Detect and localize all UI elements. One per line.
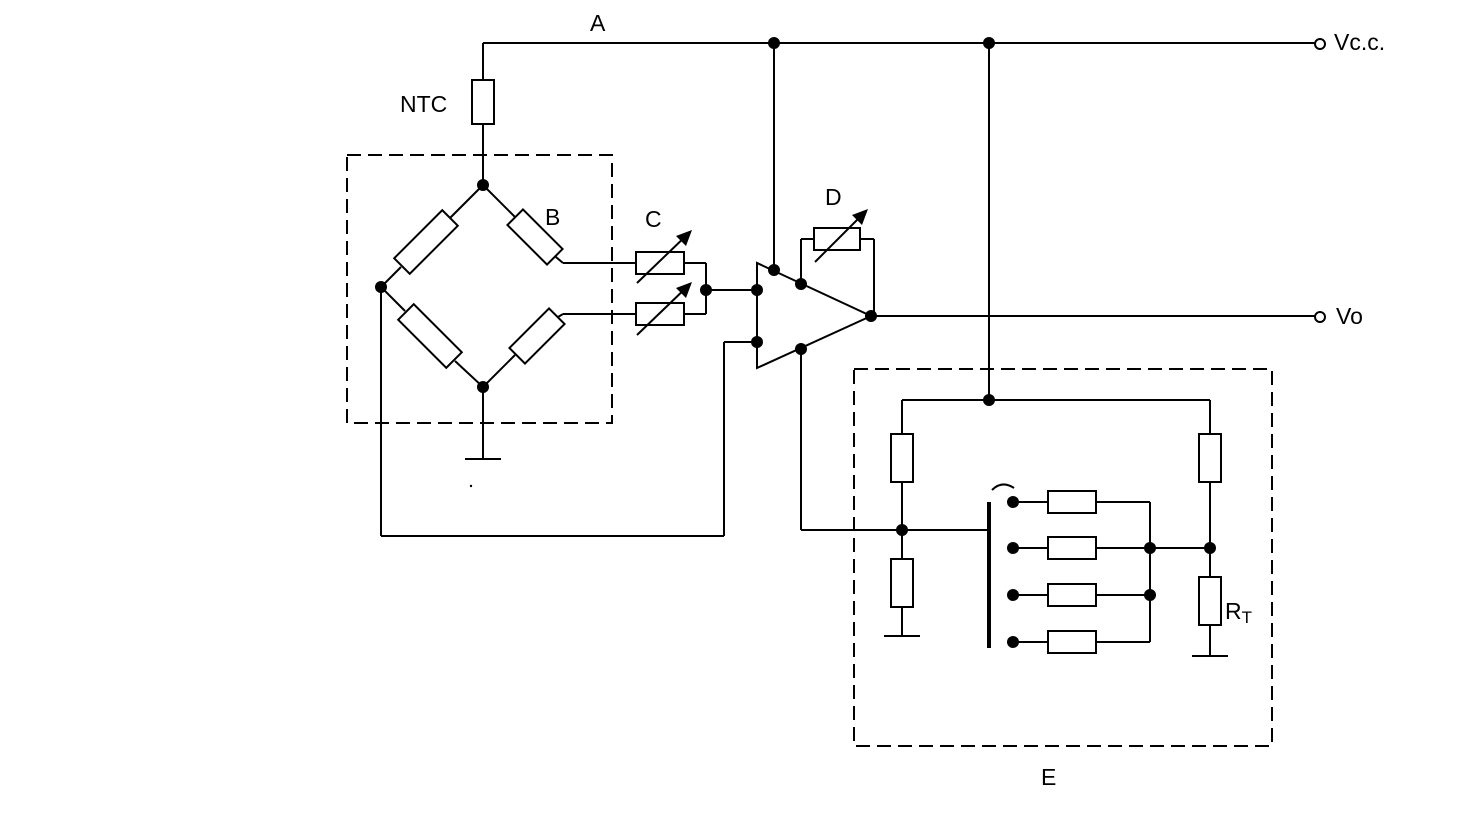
stray-mark <box>469 484 473 488</box>
supply-rail <box>482 38 1326 80</box>
label-vo: Vo <box>1336 303 1363 329</box>
calibration-network <box>800 37 1228 657</box>
label-e: E <box>1041 764 1056 790</box>
label-rt-sub: T <box>1242 608 1252 627</box>
label-b: B <box>545 204 560 230</box>
bridge-ground <box>465 387 501 460</box>
variable-resistors-c <box>563 230 757 336</box>
label-a: A <box>590 10 606 36</box>
label-rt: RT <box>1225 598 1252 627</box>
bridge-dashed-box <box>346 154 613 424</box>
wheatstone-bridge <box>375 179 566 393</box>
label-rt-main: R <box>1225 598 1242 624</box>
bridge-return-wire <box>380 287 757 537</box>
vo-terminal <box>1314 311 1326 323</box>
ntc-resistor <box>471 79 495 185</box>
variable-resistor-d <box>800 209 875 316</box>
label-ntc: NTC <box>400 91 447 117</box>
label-c: C <box>645 206 662 232</box>
vcc-terminal <box>1314 38 1326 50</box>
label-vcc: Vc.c. <box>1334 29 1385 55</box>
label-d: D <box>825 184 842 210</box>
